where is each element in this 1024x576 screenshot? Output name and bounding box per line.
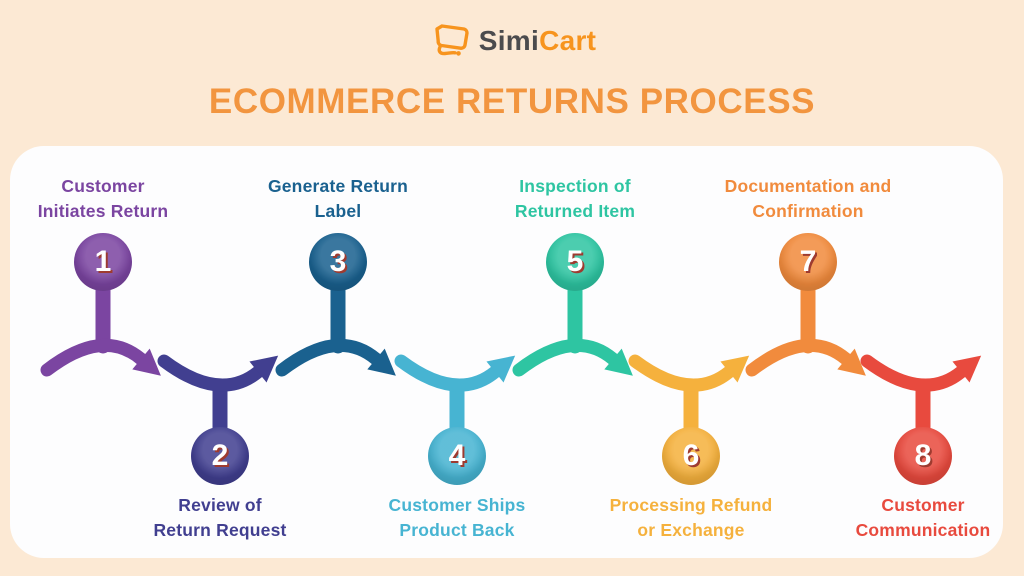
step-6-circle: 6: [662, 427, 720, 485]
step-3-circle: 3: [309, 233, 367, 291]
step-8-circle: 8: [894, 427, 952, 485]
process-flow-arrow: [40, 254, 982, 464]
step-6-arc: [628, 354, 736, 392]
label-line: Communication: [855, 520, 991, 540]
step-8-arc: [860, 354, 968, 392]
step-2-label: Review of Return Request: [95, 493, 345, 543]
step-4-circle: 4: [428, 427, 486, 485]
brand-first: Simi: [478, 25, 540, 56]
step-3-arc: [275, 338, 383, 377]
brand-wordmark: SimiCart: [479, 25, 597, 57]
step-6-label: Processing Refund or Exchange: [566, 493, 816, 543]
label-line: Generate Return: [267, 176, 409, 196]
step-7-arc: [745, 338, 853, 377]
label-line: or Exchange: [637, 520, 745, 540]
step-2-arc: [157, 354, 265, 392]
step-number: 7: [799, 245, 817, 278]
step-2-arrowhead: [249, 355, 279, 383]
label-line: Inspection of: [519, 176, 631, 196]
step-5-label: Inspection of Returned Item: [450, 174, 700, 224]
label-line: Returned Item: [514, 201, 636, 221]
brand-header: SimiCart: [0, 20, 1024, 62]
step-number: 6: [682, 439, 700, 472]
step-8-arrowhead: [952, 355, 982, 383]
step-1-circle: 1: [74, 233, 132, 291]
simicart-logo-icon: [435, 24, 469, 56]
step-number: 4: [448, 439, 466, 472]
label-line: Processing Refund: [609, 495, 773, 515]
label-line: Confirmation: [752, 201, 864, 221]
step-5-arrowhead: [604, 348, 633, 376]
step-1-arc: [40, 338, 148, 377]
step-7-circle: 7: [779, 233, 837, 291]
step-6-arrowhead: [720, 355, 750, 383]
brand-second: Cart: [539, 25, 597, 56]
step-number: 3: [329, 245, 347, 278]
step-2-circle: 2: [191, 427, 249, 485]
step-number: 1: [94, 245, 112, 278]
label-line: Label: [314, 201, 362, 221]
step-4-arc: [394, 354, 502, 392]
label-line: Initiates Return: [37, 201, 169, 221]
step-1-arrowhead: [132, 348, 161, 376]
label-line: Documentation and: [724, 176, 892, 196]
step-7-arrowhead: [837, 348, 866, 376]
label-line: Product Back: [399, 520, 515, 540]
step-number: 2: [211, 439, 229, 472]
step-5-arc: [512, 338, 620, 377]
step-number: 5: [566, 245, 584, 278]
step-3-arrowhead: [367, 348, 396, 376]
step-5-circle: 5: [546, 233, 604, 291]
step-4-arrowhead: [486, 355, 516, 383]
label-line: Customer: [61, 176, 145, 196]
step-number: 8: [914, 439, 932, 472]
label-line: Review of: [178, 495, 262, 515]
label-line: Customer: [881, 495, 965, 515]
label-line: Customer Ships: [388, 495, 526, 515]
page-title: ECOMMERCE RETURNS PROCESS: [208, 82, 816, 121]
label-line: Return Request: [153, 520, 287, 540]
